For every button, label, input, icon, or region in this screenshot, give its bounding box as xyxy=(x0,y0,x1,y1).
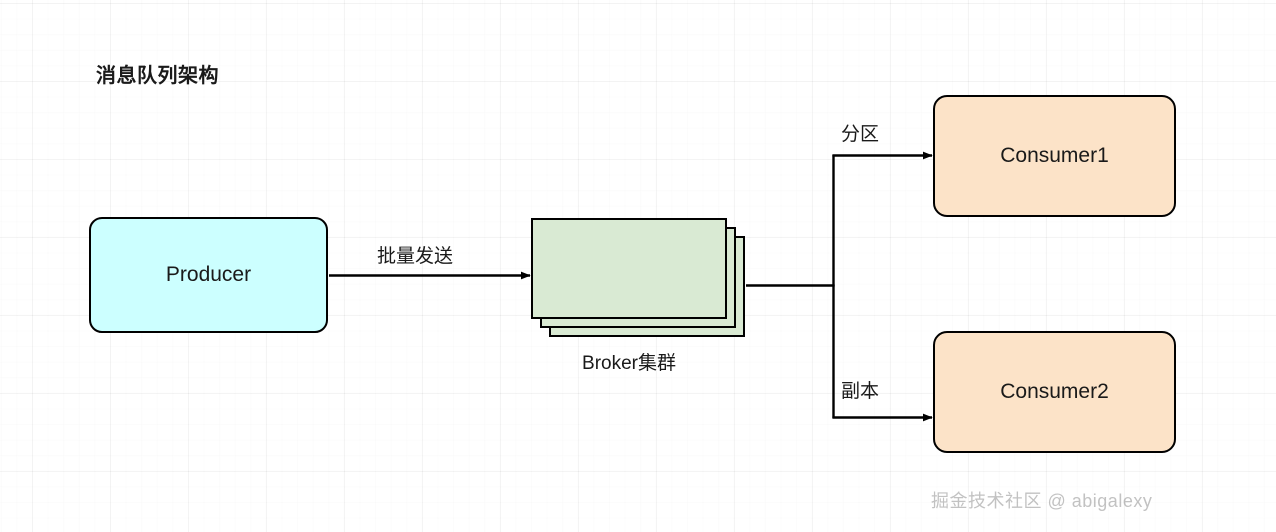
edge-label-batch-send: 批量发送 xyxy=(377,246,454,267)
watermark: 掘金技术社区 @ abigalexy xyxy=(931,491,1153,511)
node-broker-label: Broker集群 xyxy=(582,353,676,374)
edge-label-partition: 分区 xyxy=(841,124,880,145)
node-broker-cluster[interactable] xyxy=(531,218,746,338)
diagram-title: 消息队列架构 xyxy=(96,65,219,87)
node-producer[interactable]: Producer xyxy=(89,217,328,333)
node-consumer1-label: Consumer1 xyxy=(1000,144,1109,167)
node-consumer1[interactable]: Consumer1 xyxy=(933,95,1176,217)
node-consumer2-label: Consumer2 xyxy=(1000,380,1109,403)
node-producer-label: Producer xyxy=(165,263,252,286)
broker-sheet-front xyxy=(531,218,727,319)
edge-label-replica: 副本 xyxy=(841,381,880,402)
node-consumer2[interactable]: Consumer2 xyxy=(933,331,1176,453)
